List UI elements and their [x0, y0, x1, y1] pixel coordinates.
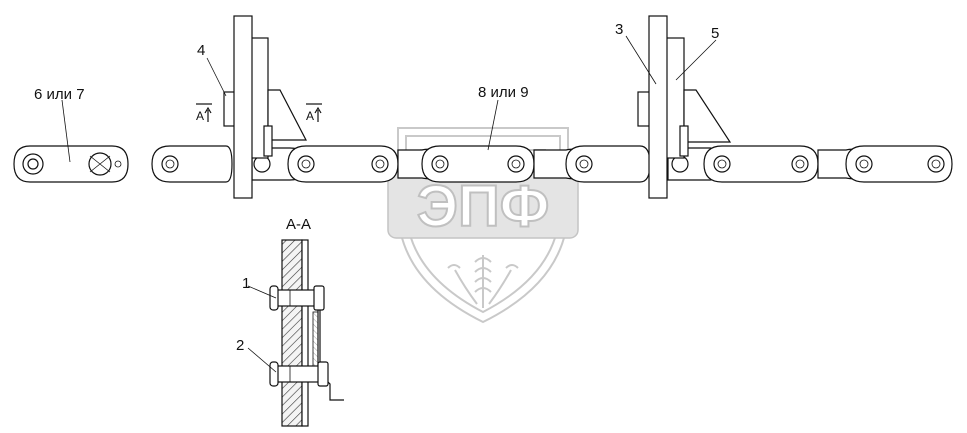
right-scraper-plate	[637, 15, 732, 199]
callout-2: 2	[236, 337, 244, 354]
svg-text:А: А	[306, 109, 314, 123]
section-mark-left: А	[196, 103, 212, 123]
callout-3: 3	[615, 21, 623, 38]
callout-1: 1	[242, 275, 250, 292]
section-mark-right: А	[306, 103, 322, 123]
callout-8-or-9: 8 или 9	[478, 84, 529, 101]
callout-5: 5	[711, 25, 719, 42]
callout-4: 4	[197, 42, 205, 59]
left-scraper-plate	[223, 15, 307, 199]
bolt-2	[269, 361, 329, 387]
watermark-text: ЭПФ	[417, 174, 549, 239]
leader-lines	[61, 35, 717, 163]
section-view-a-a: А-А 1 2	[236, 216, 344, 427]
svg-text:А: А	[196, 109, 204, 123]
chain-assembly: А А 6 или 7 4 8 или 9 3 5	[13, 15, 953, 199]
watermark-logo: ЭПФ	[387, 127, 579, 324]
end-link	[13, 145, 129, 183]
wheat-emblem	[447, 255, 519, 308]
section-title: А-А	[286, 216, 311, 233]
callout-6-or-7: 6 или 7	[34, 86, 85, 103]
bolt-1	[269, 285, 325, 311]
